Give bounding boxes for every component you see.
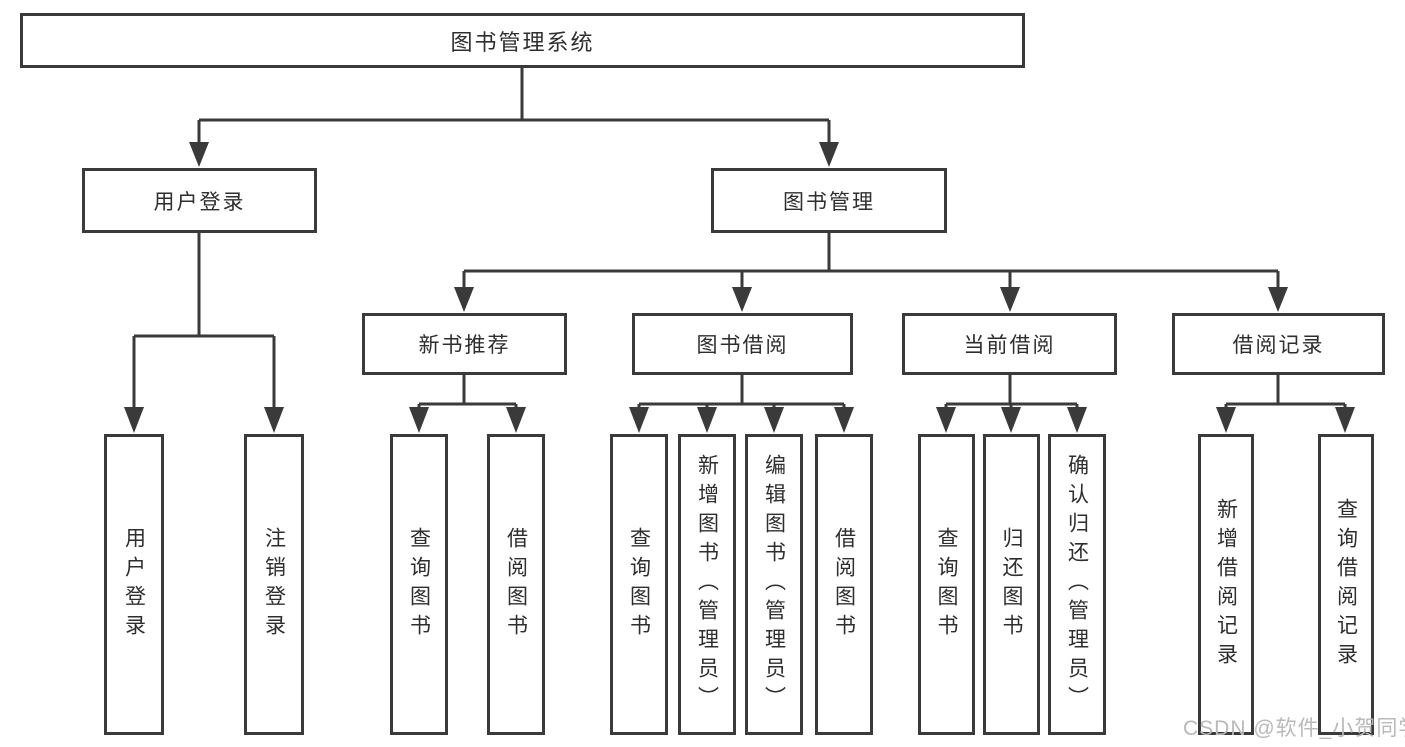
csdn-watermark: CSDN @软件_小贺同学 xyxy=(1183,717,1405,740)
node-leaf-logout: 注销登录 xyxy=(244,434,304,735)
node-leaf-query-books-1: 查询图书 xyxy=(390,434,448,735)
node-book-management: 图书管理 xyxy=(711,168,947,233)
node-book-borrow: 图书借阅 xyxy=(632,313,853,375)
node-leaf-user-login: 用户登录 xyxy=(104,434,164,735)
node-current-borrow: 当前借阅 xyxy=(902,313,1117,375)
node-leaf-return-book: 归还图书 xyxy=(983,434,1040,735)
node-borrow-records: 借阅记录 xyxy=(1172,313,1385,375)
node-leaf-borrow-books-1: 借阅图书 xyxy=(487,434,545,735)
node-leaf-confirm-return-admin: 确认归还（管理员） xyxy=(1048,434,1106,735)
node-leaf-add-book-admin: 新增图书（管理员） xyxy=(678,434,736,735)
node-leaf-edit-book-admin: 编辑图书（管理员） xyxy=(745,434,803,735)
node-leaf-query-borrow-record: 查询借阅记录 xyxy=(1318,434,1374,735)
node-leaf-query-books-2: 查询图书 xyxy=(610,434,668,735)
node-user-login: 用户登录 xyxy=(82,168,317,233)
node-root-system: 图书管理系统 xyxy=(20,13,1025,68)
node-leaf-borrow-books-2: 借阅图书 xyxy=(815,434,873,735)
node-leaf-add-borrow-record: 新增借阅记录 xyxy=(1198,434,1254,735)
node-leaf-query-books-3: 查询图书 xyxy=(918,434,975,735)
node-new-book-recommend: 新书推荐 xyxy=(362,313,567,375)
